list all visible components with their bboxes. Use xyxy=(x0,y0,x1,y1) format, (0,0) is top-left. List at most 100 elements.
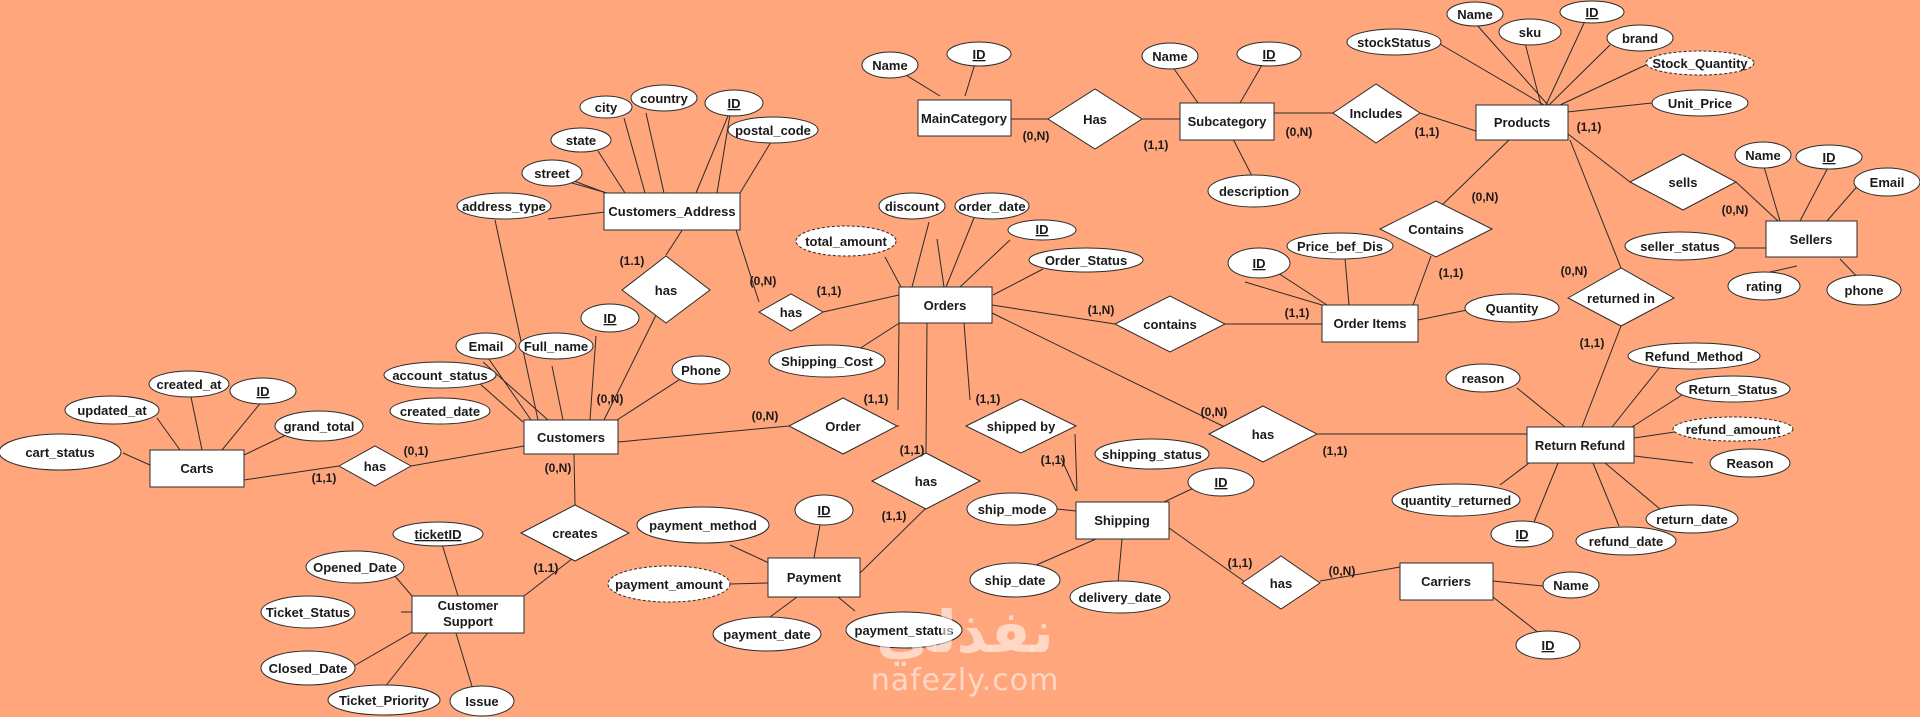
relationship-label: Order xyxy=(825,419,860,434)
cardinality-label: (0,N) xyxy=(752,409,779,423)
relationship-returned-in: returned in xyxy=(1566,267,1676,327)
attribute-refund-return-date: return_date xyxy=(1645,504,1739,534)
attribute-payment-status: payment_status xyxy=(845,611,963,649)
attribute-label: discount xyxy=(885,199,940,214)
attribute-label: Email xyxy=(1870,175,1905,190)
cardinality-label: (0,N) xyxy=(597,392,624,406)
relationship-sells: sells xyxy=(1628,153,1738,211)
attribute-label: rating xyxy=(1746,279,1782,294)
attribute-orders-order-date: order_date xyxy=(954,192,1030,220)
entity-shipping: Shipping xyxy=(1075,501,1170,540)
cardinality-label: (1,1) xyxy=(976,392,1001,406)
attribute-refund-status: Return_Status xyxy=(1675,375,1791,403)
cardinality-label: (0,N) xyxy=(1722,203,1749,217)
attribute-customers-created-date: created_date xyxy=(389,397,491,425)
attribute-ticket-status: Ticket_Status xyxy=(260,595,356,629)
attribute-address-postal-code: postal_code xyxy=(727,116,819,144)
attribute-label: Return_Status xyxy=(1689,382,1778,397)
attribute-label: brand xyxy=(1622,31,1658,46)
attribute-label: ID xyxy=(1263,47,1276,62)
cardinality-label: (1,1) xyxy=(882,509,907,523)
attribute-refund-date: refund_date xyxy=(1575,526,1677,556)
relationship-has-category: Has xyxy=(1047,88,1143,150)
attribute-orders-shipping-cost: Shipping_Cost xyxy=(768,344,886,378)
attribute-carts-id: ID xyxy=(229,377,297,405)
cardinality-label: (1,1) xyxy=(817,284,842,298)
cardinality-label: (1,1) xyxy=(864,392,889,406)
attribute-label: ship_date xyxy=(985,573,1046,588)
attribute-subcategory-description: description xyxy=(1207,174,1301,208)
attribute-orders-discount: discount xyxy=(878,192,946,220)
cardinality-label: (1.1) xyxy=(534,561,559,575)
relationship-label: Has xyxy=(1083,112,1107,127)
attribute-carts-status: cart_status xyxy=(0,433,122,471)
attribute-items-price-bef-dis: Price_bef_Dis xyxy=(1286,232,1394,260)
attribute-refund-reason-lower: reason xyxy=(1445,363,1521,393)
attribute-customers-email: Email xyxy=(455,332,517,360)
attribute-carriers-id: ID xyxy=(1515,630,1581,660)
attribute-label: ticketID xyxy=(415,527,462,542)
attribute-label: refund_amount xyxy=(1686,422,1781,437)
attribute-label: Name xyxy=(1457,7,1492,22)
attribute-address-country: country xyxy=(630,84,698,112)
entity-label: Subcategory xyxy=(1188,114,1268,129)
attribute-label: country xyxy=(640,91,688,106)
attribute-label: ID xyxy=(1036,222,1049,237)
attribute-label: Unit_Price xyxy=(1668,96,1732,111)
attribute-label: Name xyxy=(1152,49,1187,64)
attribute-customers-full-name: Full_name xyxy=(518,332,594,360)
attribute-label: total_amount xyxy=(805,234,887,249)
attribute-label: Ticket_Priority xyxy=(339,693,430,708)
attribute-label: Stock_Quantity xyxy=(1652,56,1748,71)
attribute-shipping-id: ID xyxy=(1187,467,1255,497)
attribute-label: ID xyxy=(728,96,741,111)
attribute-shipping-ship-mode: ship_mode xyxy=(966,492,1058,526)
entity-label: Carts xyxy=(180,461,213,476)
attribute-label: Name xyxy=(1553,578,1588,593)
attribute-label: Name xyxy=(1745,148,1780,163)
attribute-sellers-id: ID xyxy=(1795,144,1863,170)
attribute-label: ID xyxy=(257,384,270,399)
attribute-items-quantity: Quantity xyxy=(1464,293,1560,323)
attribute-items-id: ID xyxy=(1227,247,1291,279)
attribute-products-brand: brand xyxy=(1606,24,1674,52)
attribute-products-stock-status: stockStatus xyxy=(1346,28,1442,56)
relationship-includes: Includes xyxy=(1332,83,1421,144)
attribute-customers-phone: Phone xyxy=(671,355,731,385)
entity-products: Products xyxy=(1475,104,1569,141)
attribute-orders-id: ID xyxy=(1007,219,1077,241)
connector-lines xyxy=(122,20,1866,694)
attribute-label: payment_date xyxy=(723,627,810,642)
attribute-label: stockStatus xyxy=(1357,35,1431,50)
attribute-sellers-email: Email xyxy=(1853,167,1920,197)
cardinality-label: (0,N) xyxy=(750,274,777,288)
attribute-label: cart_status xyxy=(25,445,94,460)
cardinality-label: (0,N) xyxy=(1201,405,1228,419)
relationship-label: creates xyxy=(552,526,598,541)
attribute-products-unit-price: Unit_Price xyxy=(1651,89,1749,117)
cardinality-label: (0,N) xyxy=(545,461,572,475)
entity-payment: Payment xyxy=(767,557,861,598)
attribute-address-state: state xyxy=(550,127,612,153)
relationship-shipped-by: shipped by xyxy=(964,398,1078,454)
attribute-label: Price_bef_Dis xyxy=(1297,239,1383,254)
attribute-label: Reason xyxy=(1727,456,1774,471)
attribute-label: ID xyxy=(1823,150,1836,165)
attribute-label: ID xyxy=(973,47,986,62)
relationship-label: has xyxy=(364,459,386,474)
attribute-sellers-status: seller_status xyxy=(1624,231,1736,261)
attribute-label: created_date xyxy=(400,404,480,419)
attribute-label: refund_date xyxy=(1589,534,1663,549)
attribute-label: Quantity xyxy=(1486,301,1539,316)
entity-return-refund: Return Refund xyxy=(1526,426,1635,464)
attribute-label: Name xyxy=(872,58,907,73)
attribute-orders-total-amount: total_amount xyxy=(795,225,897,257)
attribute-ticket-id: ticketID xyxy=(392,521,484,547)
relationship-has-address: has xyxy=(621,255,711,324)
relationship-has-return: has xyxy=(1207,405,1319,463)
attribute-label: Refund_Method xyxy=(1645,349,1743,364)
attribute-products-id: ID xyxy=(1559,0,1625,24)
attribute-label: grand_total xyxy=(284,419,355,434)
